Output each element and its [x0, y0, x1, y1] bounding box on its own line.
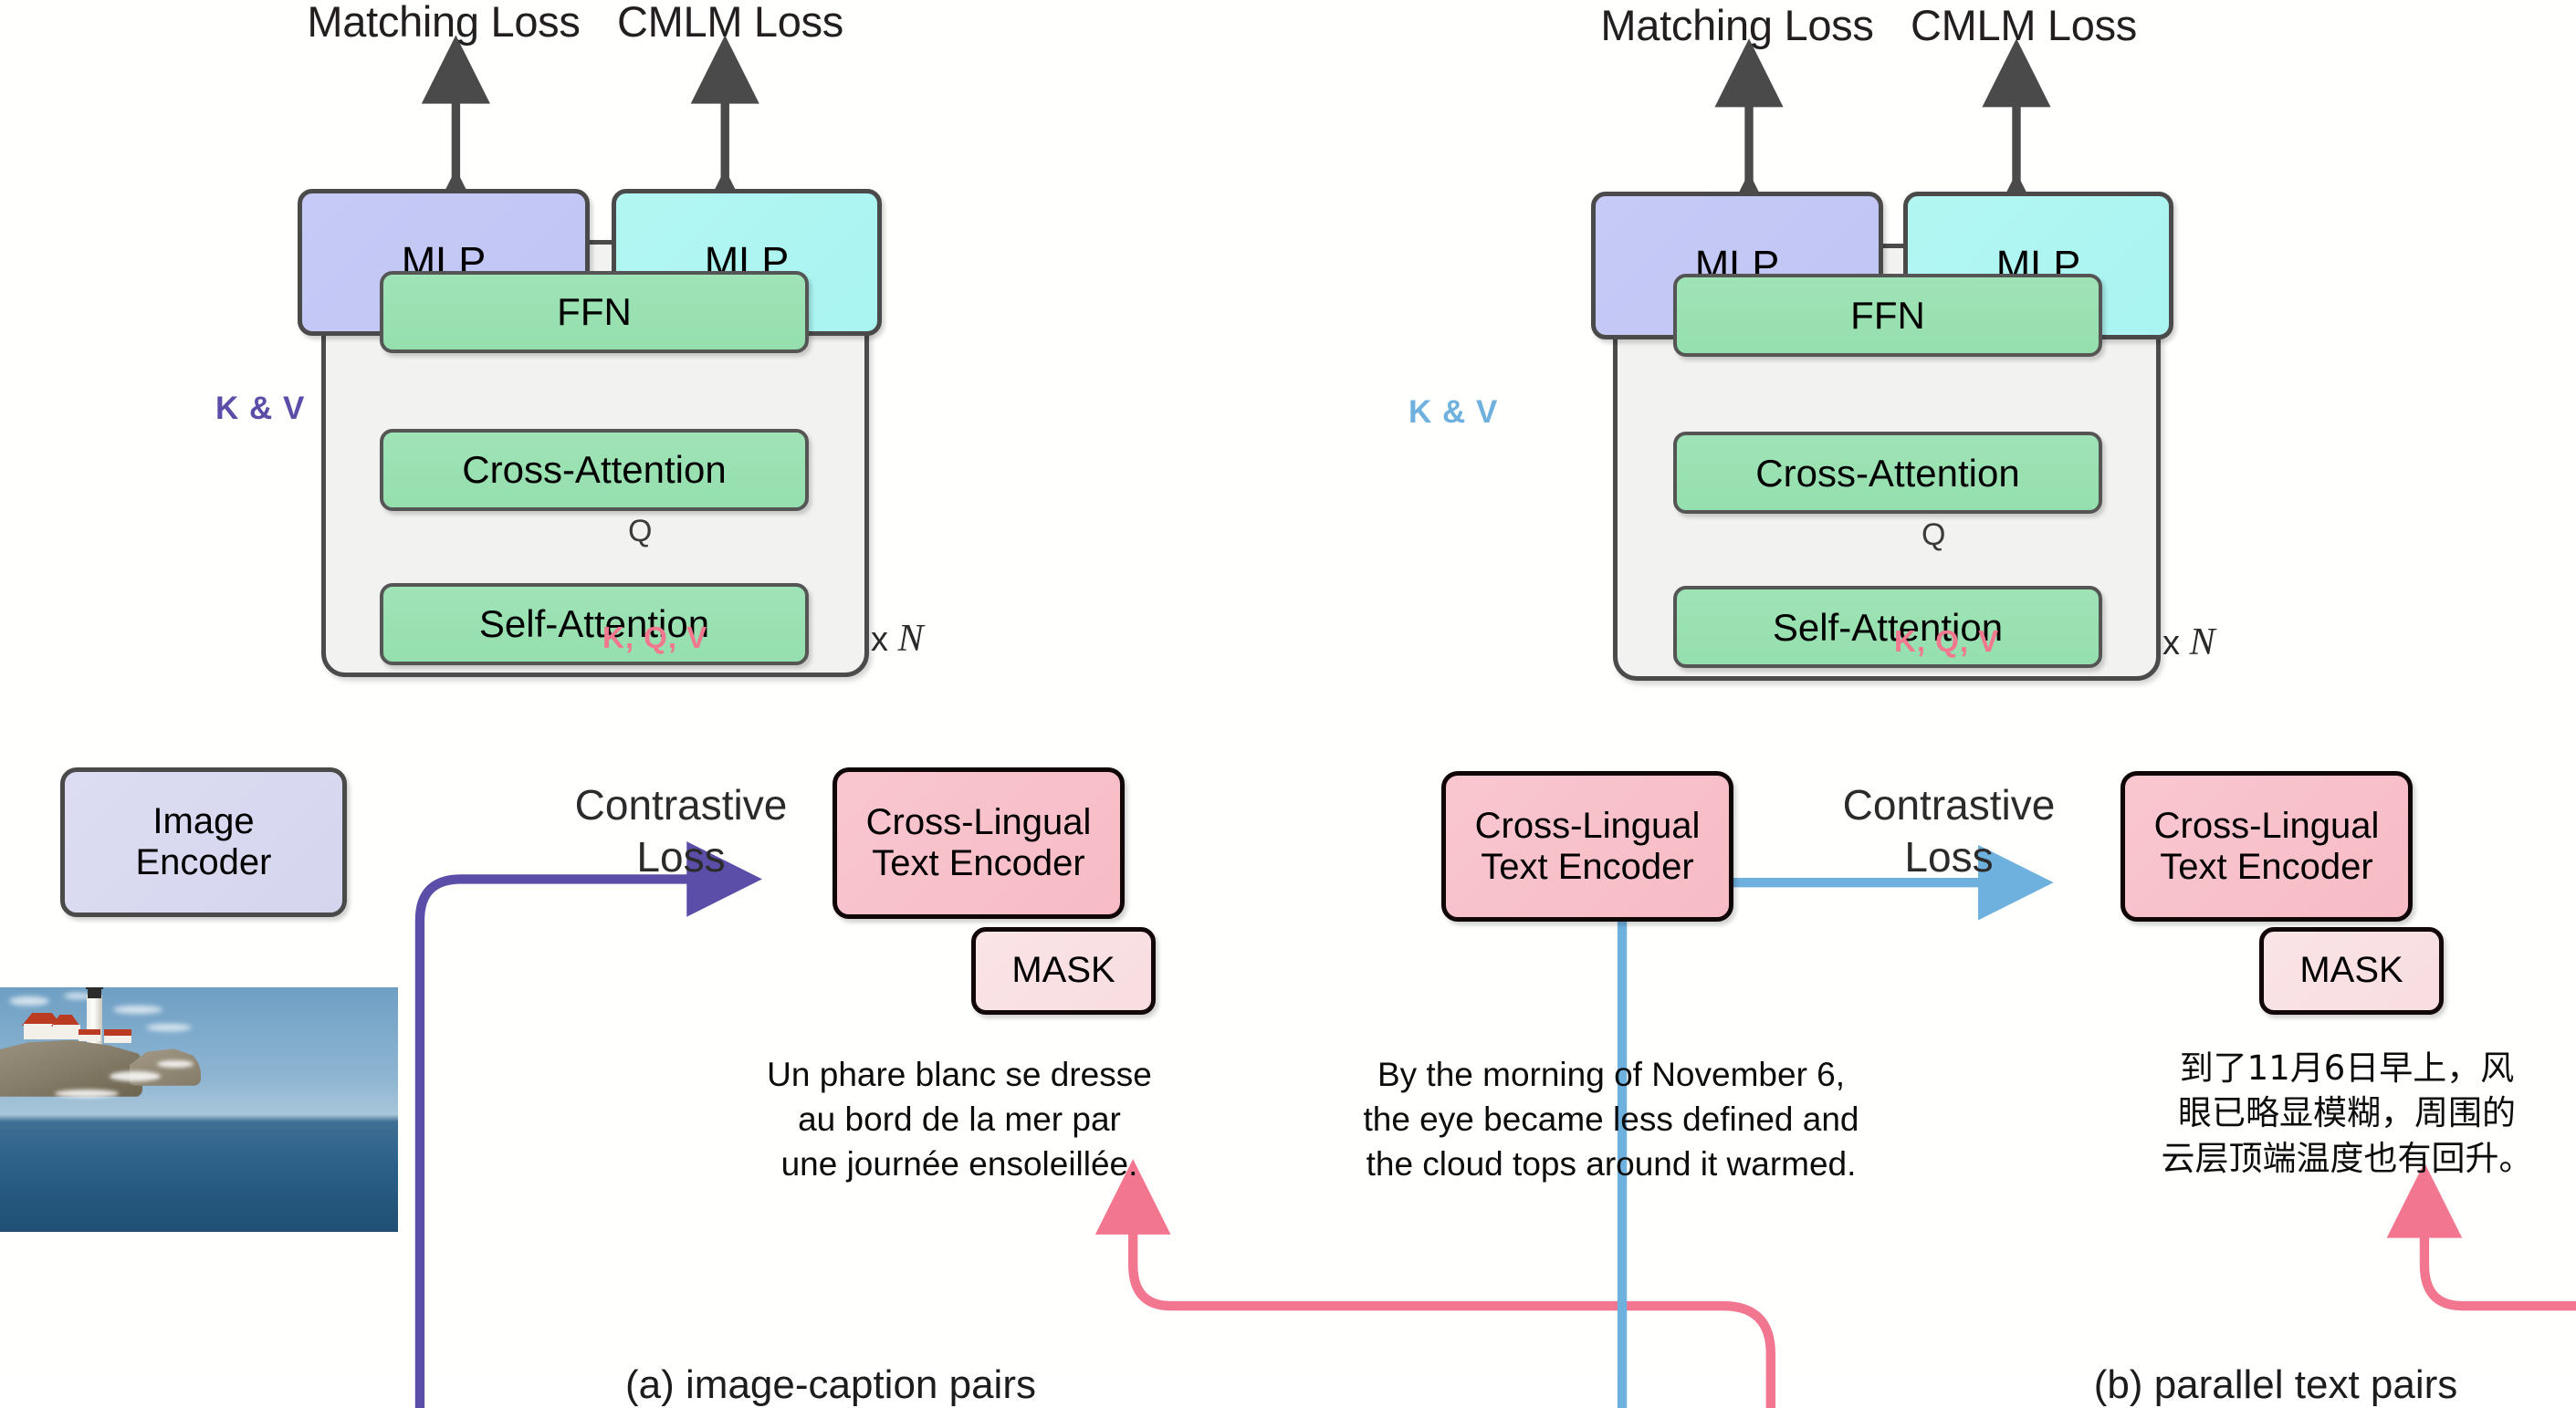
mask-label: MASK	[1011, 950, 1115, 991]
image-encoder-line2: Encoder	[135, 842, 272, 883]
cmlm-loss-label: CMLM Loss	[616, 0, 844, 47]
source-text: By the morning of November 6, the eye be…	[1328, 1052, 1894, 1187]
cross-attention-box[interactable]: Cross-Attention	[1673, 432, 2102, 515]
self-attention-label: Self-Attention	[1772, 605, 2004, 649]
source-text-encoder-line1: Cross-Lingual	[1474, 805, 1701, 846]
repeat-times-symbol: x	[2162, 623, 2180, 662]
source-text-encoder-box[interactable]: Cross-Lingual Text Encoder	[1441, 771, 1733, 923]
target-text-encoder-line2: Text Encoder	[2160, 846, 2373, 887]
cross-attention-label: Cross-Attention	[462, 448, 727, 492]
kv-label: K & V	[1408, 393, 1499, 430]
mask-label: MASK	[2299, 950, 2403, 991]
source-text-line3: the cloud tops around it warmed.	[1366, 1145, 1857, 1184]
cross-lingual-text-encoder-box[interactable]: Cross-Lingual Text Encoder	[832, 767, 1125, 919]
self-attention-box[interactable]: Self-Attention	[1673, 586, 2102, 669]
cmlm-loss-label: CMLM Loss	[1910, 1, 2138, 49]
repeat-n-label: x N	[871, 617, 924, 661]
self-attention-label: Self-Attention	[478, 602, 710, 646]
ffn-label: FFN	[1850, 294, 1925, 338]
target-text: 到了11月6日早上，风 眼已略显模糊，周围的 云层顶端温度也有回升。	[2119, 1046, 2575, 1182]
repeat-n-value: N	[897, 618, 924, 661]
mask-box[interactable]: MASK	[971, 926, 1156, 1015]
cross-attention-box[interactable]: Cross-Attention	[380, 428, 809, 511]
text-encoder-line2: Text Encoder	[872, 842, 1085, 883]
contrastive-line2: Loss	[1904, 832, 1994, 881]
repeat-times-symbol: x	[871, 621, 888, 660]
lighthouse-photo	[0, 986, 398, 1233]
image-encoder-box[interactable]: Image Encoder	[60, 767, 347, 917]
target-text-line3: 云层顶端温度也有回升。	[2161, 1138, 2533, 1178]
kqv-label: K, Q, V	[1894, 623, 2000, 658]
ffn-label: FFN	[557, 290, 632, 334]
q-label: Q	[628, 514, 653, 549]
target-text-line2: 眼已略显模糊，周围的	[2178, 1093, 2516, 1133]
panel-b-caption: (b) parallel text pairs	[2093, 1362, 2458, 1407]
source-text-encoder-line2: Text Encoder	[1481, 846, 1694, 887]
source-text-line2: the eye became less defined and	[1363, 1100, 1859, 1139]
text-encoder-line1: Cross-Lingual	[865, 802, 1092, 843]
target-text-encoder-box[interactable]: Cross-Lingual Text Encoder	[2120, 771, 2413, 923]
contrastive-loss-label: Contrastive Loss	[1693, 779, 2204, 881]
repeat-n-label: x N	[2162, 621, 2215, 664]
kv-label: K & V	[215, 391, 306, 427]
contrastive-line1: Contrastive	[574, 781, 788, 829]
contrastive-loss-label: Contrastive Loss	[453, 779, 909, 881]
self-attention-box[interactable]: Self-Attention	[380, 582, 809, 665]
ffn-box[interactable]: FFN	[1673, 274, 2102, 357]
q-label: Q	[1922, 517, 1946, 553]
contrastive-line1: Contrastive	[1842, 781, 2056, 829]
caption-text: Un phare blanc se dresse au bord de la m…	[717, 1052, 1201, 1187]
target-text-line1: 到了11月6日早上，风	[2179, 1048, 2515, 1088]
panel-image-caption-pairs: Matching Loss CMLM Loss MLP MLP FFN Cros…	[0, 0, 1775, 1408]
source-text-line1: By the morning of November 6,	[1377, 1056, 1846, 1094]
caption-line3: une journée ensoleillée.	[780, 1145, 1138, 1184]
panel-a-caption: (a) image-caption pairs	[625, 1362, 1036, 1407]
ffn-box[interactable]: FFN	[380, 270, 809, 353]
kqv-label: K, Q, V	[602, 620, 708, 654]
caption-line1: Un phare blanc se dresse	[767, 1056, 1152, 1094]
image-encoder-line1: Image	[152, 801, 255, 842]
target-text-encoder-line1: Cross-Lingual	[2153, 805, 2380, 846]
contrastive-line2: Loss	[636, 832, 726, 881]
caption-line2: au bord de la mer par	[798, 1100, 1121, 1139]
panel-parallel-text-pairs: Matching Loss CMLM Loss MLP MLP FFN Cros…	[1288, 0, 2576, 1408]
mask-box[interactable]: MASK	[2259, 926, 2444, 1015]
cross-attention-label: Cross-Attention	[1755, 451, 2020, 495]
repeat-n-value: N	[2189, 621, 2215, 663]
